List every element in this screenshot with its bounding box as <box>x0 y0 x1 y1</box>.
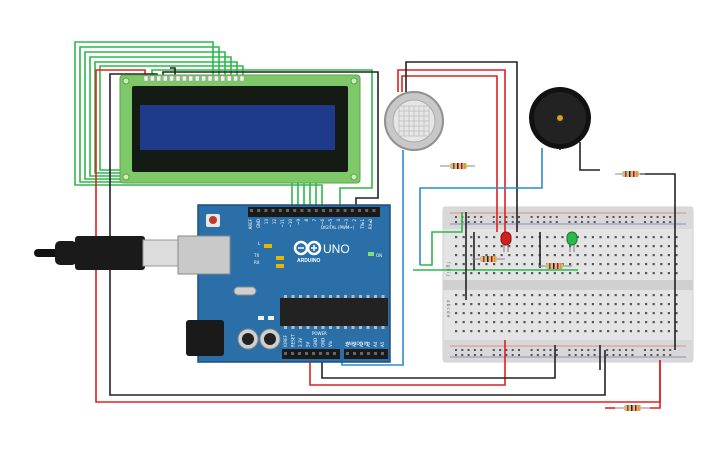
pin-label-pin-7: 7 <box>312 219 317 222</box>
resistor-sensor <box>440 163 475 169</box>
pin-label-v5: 5V <box>306 341 311 347</box>
pin-label-a2: A2 <box>359 341 364 347</box>
resistor-red-led <box>472 256 505 262</box>
wire-red-sensor-1 <box>397 69 506 232</box>
pin-label-gnd: GND <box>321 338 326 347</box>
digital-header <box>248 207 380 217</box>
breadboard: f g h i j a b c d e <box>442 206 694 363</box>
pin-label-pin-9: ~9 <box>296 219 301 225</box>
wire-green-7 <box>151 69 373 212</box>
pin-label-pin-12: 12 <box>272 219 277 225</box>
pin-label-a3: A3 <box>366 341 371 347</box>
arduino-uno-board: UNO ARDUINO DIGITAL (PWM~) ANALOG IN POW… <box>177 204 391 363</box>
pin-label-reset: RESET <box>291 334 296 347</box>
pin-label-ioref: IOREF <box>283 334 288 347</box>
analog-header <box>344 349 388 359</box>
breadboard-row-letters-top: f g h i j <box>446 262 451 276</box>
wire-black-res <box>640 173 676 212</box>
pin-label-gnd: GND <box>256 219 261 228</box>
pin-label-pin-10: ~10 <box>288 219 293 228</box>
wire-red-sensor-2 <box>401 75 498 232</box>
reset-button[interactable] <box>209 216 217 224</box>
breadboard-row-letters-bottom: a b c d e <box>446 300 451 318</box>
pin-label-gnd: GND <box>313 338 318 347</box>
wire-black-sensor <box>405 61 518 232</box>
pin-label-pin-11: ~11 <box>280 219 285 228</box>
led-rx-label: RX <box>254 260 260 265</box>
pin-label-pin-tx1: TX▸1 <box>360 219 365 230</box>
red-led <box>500 231 512 252</box>
wire-black-gnd-2 <box>162 71 379 212</box>
power-header <box>282 349 340 359</box>
pin-label-pin-5: ~5 <box>328 219 333 225</box>
pin-label-pin-13: 13 <box>264 219 269 225</box>
pin-label-pin-2: 2 <box>352 219 357 222</box>
usb-cable <box>34 236 182 270</box>
wire-green-1 <box>74 41 323 212</box>
pin-label-a0: A0 <box>345 341 350 347</box>
atmega-chip <box>280 298 388 326</box>
pin-label-a1: A1 <box>352 341 357 347</box>
green-led <box>566 231 578 252</box>
pin-label-aref: AREF <box>248 218 253 229</box>
on-label: ON <box>376 253 382 258</box>
piezo-buzzer <box>529 87 591 149</box>
lcd-display <box>119 74 361 184</box>
resistor-green-led <box>538 263 572 269</box>
power-label: POWER <box>312 331 327 336</box>
arduino-logo-icon <box>293 240 322 256</box>
pin-label-pin-3: ~3 <box>344 219 349 225</box>
resistor-buzzer <box>615 171 645 177</box>
pin-label-a4: A4 <box>373 341 378 347</box>
digital-label: DIGITAL (PWM~) <box>321 225 355 230</box>
gas-sensor <box>384 91 444 151</box>
led-tx-label: TX <box>253 253 259 258</box>
pin-label-pin-8: 8 <box>304 219 309 222</box>
pin-label-vin: Vin <box>328 340 333 347</box>
pin-label-pin-4: 4 <box>336 219 341 222</box>
model-label: UNO <box>323 242 350 256</box>
pin-label-a5: A5 <box>380 341 385 347</box>
pin-label-pin-6: ~6 <box>320 219 325 225</box>
wire-blue-buzzer <box>419 148 543 265</box>
led-l-label: L <box>258 241 261 246</box>
resistor-bottom <box>605 360 661 411</box>
wire-black-buzzer <box>579 142 600 171</box>
wire-green-8 <box>420 212 463 266</box>
brand-label: ARDUINO <box>297 258 320 264</box>
analog-label: ANALOG IN <box>346 341 368 346</box>
pin-label-v33: 3.3V <box>298 338 303 347</box>
pin-label-pin-rx0: RX◂0 <box>368 219 373 230</box>
wire-red-power <box>309 340 506 386</box>
